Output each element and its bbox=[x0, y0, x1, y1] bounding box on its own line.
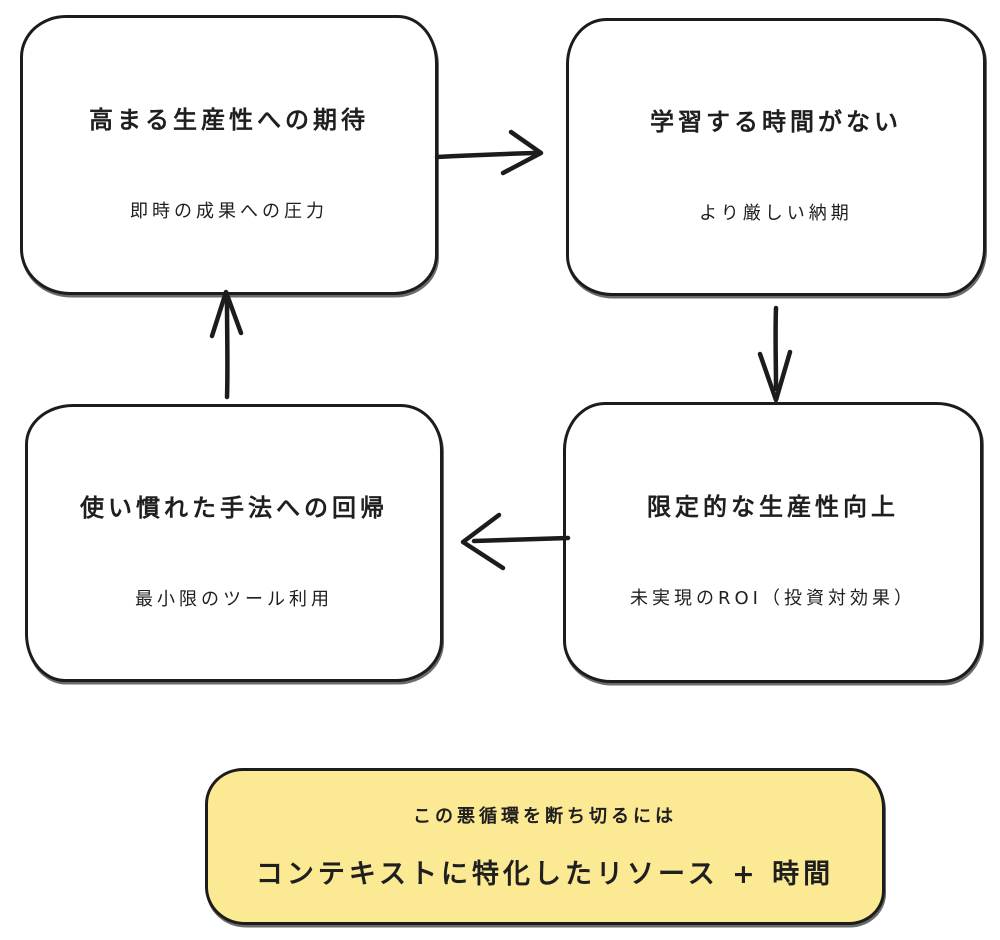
arrow-right-icon bbox=[434, 129, 544, 176]
solution-box: この悪循環を断ち切るには コンテキストに特化したリソース + 時間 bbox=[205, 768, 885, 925]
arrow-up-icon bbox=[209, 289, 244, 400]
node-title: 高まる生産性への期待 bbox=[89, 105, 369, 134]
solution-main: コンテキストに特化したリソース + 時間 bbox=[255, 859, 835, 890]
node-subtitle: 最小限のツール利用 bbox=[135, 588, 333, 610]
node-subtitle: 未実現のROI（投資対効果） bbox=[630, 588, 916, 609]
cycle-node-no-learning-time: 学習する時間がない より厳しい納期 bbox=[566, 18, 986, 296]
node-title: 限定的な生産性向上 bbox=[647, 493, 899, 521]
arrow-left-icon bbox=[460, 512, 571, 571]
node-subtitle: より厳しい納期 bbox=[699, 202, 853, 224]
arrow-down-icon bbox=[757, 305, 793, 403]
node-title: 学習する時間がない bbox=[650, 107, 902, 136]
cycle-node-rising-expectations: 高まる生産性への期待 即時の成果への圧力 bbox=[20, 15, 438, 295]
cycle-node-familiar-methods: 使い慣れた手法への回帰 最小限のツール利用 bbox=[25, 404, 443, 682]
cycle-node-limited-gains: 限定的な生産性向上 未実現のROI（投資対効果） bbox=[563, 402, 983, 683]
node-title: 使い慣れた手法への回帰 bbox=[80, 493, 388, 522]
solution-intro: この悪循環を断ち切るには bbox=[413, 806, 677, 827]
node-subtitle: 即時の成果への圧力 bbox=[130, 200, 328, 222]
